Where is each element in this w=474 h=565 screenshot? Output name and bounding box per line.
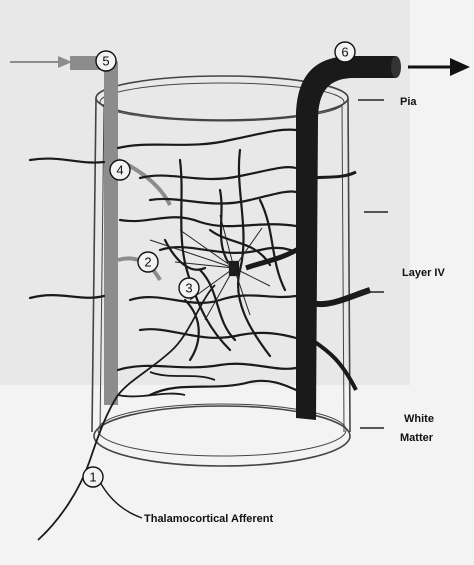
marker-2-label: 2 (144, 255, 151, 270)
label-pia: Pia (400, 96, 417, 108)
label-matter: Matter (400, 432, 434, 444)
marker-6: 6 (335, 42, 355, 62)
marker-1: 1 (83, 467, 103, 487)
marker-5: 5 (96, 51, 116, 71)
artery-trunk (104, 62, 118, 405)
vein-opening (391, 56, 401, 78)
marker-2: 2 (138, 252, 158, 272)
label-thalamocortical-afferent: Thalamocortical Afferent (144, 513, 274, 525)
marker-5-label: 5 (102, 54, 109, 69)
marker-3-label: 3 (185, 281, 192, 296)
marker-3: 3 (179, 278, 199, 298)
marker-1-label: 1 (89, 470, 96, 485)
marker-6-label: 6 (341, 45, 348, 60)
label-white: White (404, 413, 434, 425)
marker-4: 4 (110, 160, 130, 180)
marker-4-label: 4 (116, 163, 123, 178)
label-layer-iv: Layer IV (402, 267, 445, 279)
